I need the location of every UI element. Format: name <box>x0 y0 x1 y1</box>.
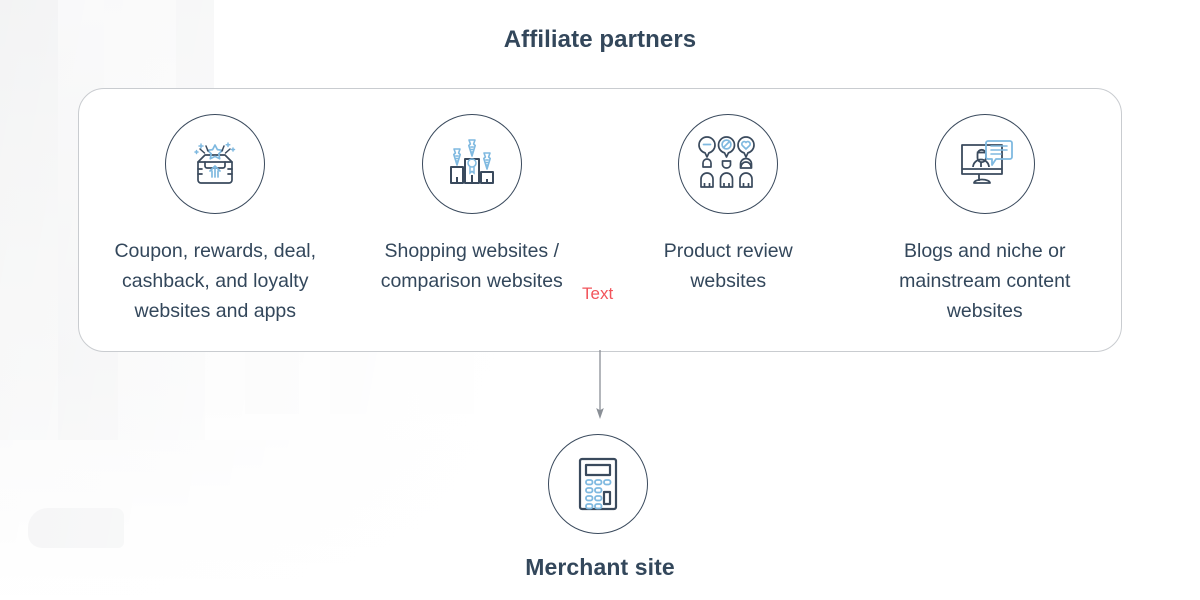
open-box-sparkles-icon <box>165 114 266 214</box>
text-annotation: Text <box>582 284 614 303</box>
background-shape <box>28 508 124 548</box>
downward-arrow-connector <box>580 350 620 422</box>
partner-item-product-review[interactable]: Product review websites <box>600 89 857 351</box>
people-reviews-icon <box>678 114 779 214</box>
merchant-site-title: Merchant site <box>525 554 675 580</box>
partner-label: Coupon, rewards, deal, cashback, and loy… <box>114 240 317 322</box>
page-title: Affiliate partners <box>503 26 697 53</box>
partner-item-blogs-content[interactable]: Blogs and niche or mainstream content we… <box>857 89 1114 351</box>
background-shape <box>0 0 68 600</box>
calculator-icon <box>548 434 648 534</box>
partners-row: Coupon, rewards, deal, cashback, and loy… <box>79 89 1121 351</box>
partner-label: Product review websites <box>663 240 793 292</box>
partner-item-shopping-comparison[interactable]: Shopping websites / comparison websites <box>344 89 601 351</box>
partner-label: Blogs and niche or mainstream content we… <box>899 240 1071 322</box>
affiliate-partners-card: Coupon, rewards, deal, cashback, and loy… <box>78 88 1122 352</box>
monitor-blogger-icon <box>934 114 1035 214</box>
merchant-site-node[interactable] <box>548 434 648 534</box>
podium-ranking-icon <box>421 114 522 214</box>
partner-label: Shopping websites / comparison websites <box>380 240 563 292</box>
partner-item-coupon-rewards[interactable]: Coupon, rewards, deal, cashback, and loy… <box>87 89 344 351</box>
